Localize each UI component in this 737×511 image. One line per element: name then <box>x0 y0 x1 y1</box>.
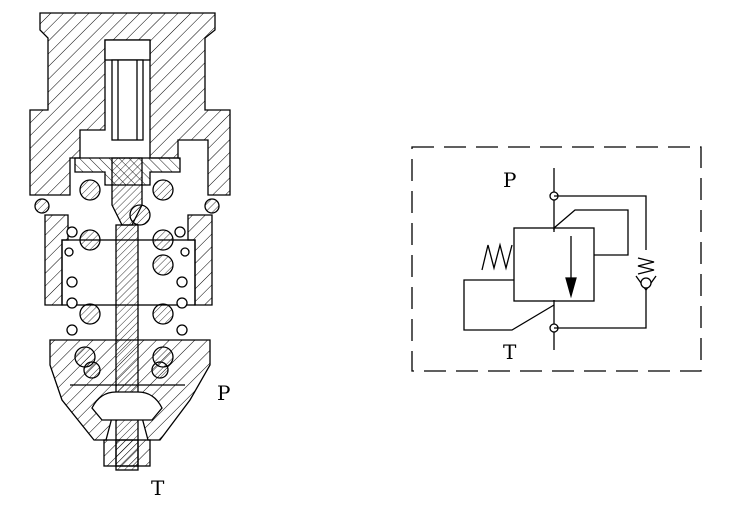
sleeve-left <box>44 214 69 306</box>
valve-cross-section: P T <box>29 12 231 500</box>
pilot-line-top <box>553 209 629 256</box>
small-balls <box>64 226 190 336</box>
valve-block <box>513 227 595 302</box>
check-valve-seat <box>635 275 657 292</box>
check-valve-branch-top <box>554 195 647 250</box>
symbol-enclosure <box>411 146 702 372</box>
o-ring-right <box>204 198 220 214</box>
pilot-line-bottom <box>463 279 555 331</box>
cross-section-port-t-label: T <box>151 476 165 500</box>
plunger-rod <box>111 59 144 141</box>
nozzle-bore <box>115 439 139 467</box>
check-valve-spring <box>637 257 655 275</box>
o-ring-left <box>34 198 50 214</box>
symbol-port-p-label: P <box>503 168 516 192</box>
housing-top <box>29 12 231 196</box>
flow-arrow-head <box>565 277 577 299</box>
check-valve-ball <box>640 277 652 289</box>
check-valve-branch-bottom <box>554 290 647 329</box>
symbol-port-t-label: T <box>503 340 517 364</box>
sleeve-right <box>187 214 213 306</box>
housing-bore <box>104 39 151 61</box>
hydraulic-symbol: P T <box>411 146 702 372</box>
adjustment-spring <box>481 242 513 271</box>
cross-section-port-p-label: P <box>217 381 230 405</box>
nozzle-cavity <box>91 391 163 421</box>
